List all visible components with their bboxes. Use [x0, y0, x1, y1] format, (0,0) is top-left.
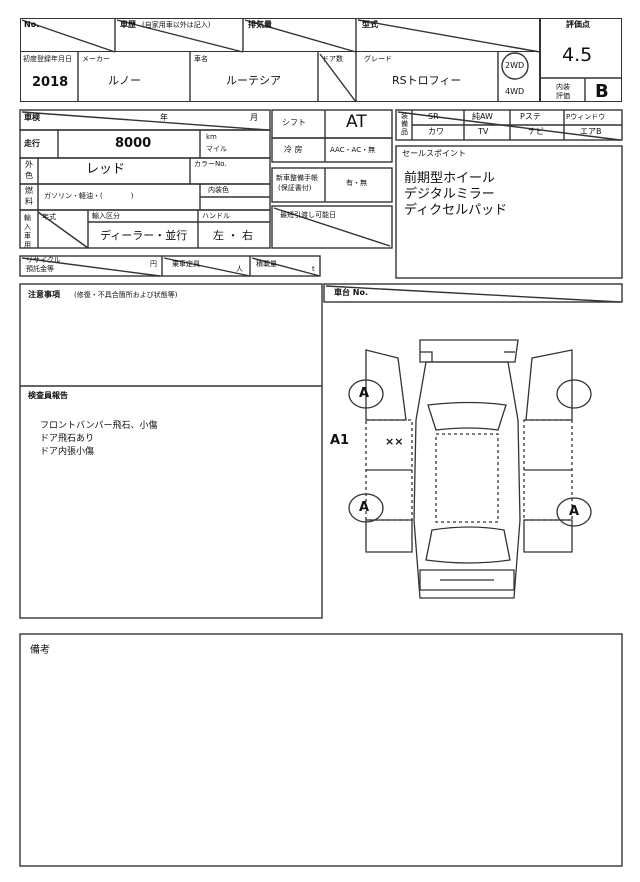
no-label: No.: [24, 20, 40, 29]
year-label: 年: [160, 113, 168, 122]
mark-xx: ××: [385, 435, 404, 448]
equipment-pwindow: Pウィンドウ: [566, 113, 606, 121]
mileage-label: 走行: [24, 139, 40, 148]
equipment-side-label: 装備品: [401, 112, 408, 136]
shift-value: AT: [346, 112, 367, 132]
mark-rear-left-wheel: A: [359, 500, 370, 515]
doors-label: ドア数: [322, 55, 343, 63]
drive-2wd: 2WD: [505, 61, 525, 70]
manual-label-1: 新車整備手帳: [276, 174, 318, 182]
inspector-label: 検査員報告: [28, 391, 68, 400]
equipment-airbag: エアB: [580, 127, 602, 136]
model-year-label: 年式: [42, 213, 56, 221]
equipment-navi: ナビ: [528, 127, 544, 136]
delivery-label: 最短引渡し可能日: [280, 211, 336, 219]
aircon-label: 冷 房: [284, 145, 303, 154]
mileage-value: 8000: [115, 136, 152, 151]
fuel-label-1: 燃: [25, 186, 33, 195]
header-row-1: [20, 18, 540, 52]
score-label: 評価点: [566, 20, 590, 29]
manual-options: 有・無: [346, 179, 367, 187]
car-name-label: 車名: [194, 55, 208, 63]
sales-point-line-3: ディクセルパッド: [404, 203, 508, 218]
month-label: 月: [250, 113, 258, 122]
maker-label: メーカー: [82, 55, 110, 63]
exterior-color-value: レッド: [86, 162, 126, 177]
displacement-label: 排気量: [248, 20, 272, 29]
equipment-leather: カワ: [428, 127, 444, 136]
sales-point-label: セールスポイント: [402, 149, 466, 158]
recycle-label-1: リサイクル: [26, 256, 61, 264]
mile-label: マイル: [206, 145, 227, 153]
equipment-tv: TV: [478, 127, 489, 136]
sales-point-line-1: 前期型ホイール: [404, 171, 496, 186]
model-type-label: 型式: [362, 20, 378, 29]
ton-label: t: [312, 265, 315, 273]
import-type-label: 輸入区分: [92, 212, 120, 220]
aircon-options: AAC・AC・無: [330, 146, 376, 154]
yen-label: 円: [150, 260, 157, 268]
manual-label-2: (保証書付): [278, 184, 312, 192]
sales-point-line-2: デジタルミラー: [404, 187, 495, 202]
inspector-line-3: ドア内張小傷: [40, 447, 95, 457]
drive-4wd: 4WD: [505, 87, 525, 96]
color-no-label: カラーNo.: [194, 160, 227, 168]
recycle-label-2: 預託金等: [26, 265, 54, 273]
mark-front-left-wheel: A: [359, 386, 370, 401]
equipment-sr: SR: [428, 112, 439, 121]
load-label: 積載量: [256, 260, 277, 268]
shift-label: シフト: [282, 118, 306, 127]
header-row-2: [20, 52, 540, 102]
exterior-color-label-2: 色: [25, 171, 33, 180]
first-reg-label: 初度登録年月日: [23, 55, 72, 63]
inspector-line-1: フロントバンパー飛石、小傷: [40, 421, 158, 431]
first-reg-value: 2018: [32, 75, 69, 90]
interior-color-label: 内装色: [208, 186, 229, 194]
chassis-label: 車台 No.: [334, 288, 369, 297]
grade-label: グレード: [364, 55, 392, 63]
equipment-pste: Pステ: [520, 112, 541, 121]
caution-label: 注意事項: [28, 290, 60, 299]
interior-score-label-2: 評価: [556, 92, 570, 100]
history-note: (自家用車以外は記入): [142, 21, 211, 29]
history-label: 車歴: [120, 20, 136, 29]
car-diagram: [348, 339, 592, 599]
fuel-options: ガソリン・軽油・( ): [44, 192, 134, 200]
score-value: 4.5: [562, 44, 593, 66]
caution-note: (修復・不具合箇所および状態等): [74, 291, 178, 299]
grade-value: RSトロフィー: [392, 74, 462, 87]
car-name-value: ルーテシア: [226, 74, 281, 87]
handle-value: 左 ・ 右: [213, 229, 253, 242]
inspection-label: 車検: [24, 113, 40, 122]
equipment-aw: 純AW: [472, 112, 493, 121]
capacity-label: 乗車定員: [172, 260, 200, 268]
exterior-color-label-1: 外: [25, 160, 33, 169]
interior-score-label-1: 内装: [556, 83, 570, 91]
persons-label: 人: [236, 265, 243, 273]
fuel-label-2: 料: [25, 197, 33, 206]
remarks-label: 備考: [30, 645, 50, 656]
inspector-line-2: ドア飛石あり: [40, 434, 95, 444]
mark-rear-right-wheel: A: [569, 504, 580, 519]
mark-a1: A1: [330, 433, 350, 448]
score-box: [540, 18, 622, 102]
interior-score-value: B: [595, 81, 609, 102]
maker-value: ルノー: [108, 74, 141, 87]
import-type-value: ディーラー・並行: [100, 229, 188, 242]
handle-label: ハンドル: [202, 212, 230, 220]
km-label: km: [206, 133, 217, 141]
import-label: 輸入車用: [24, 214, 31, 249]
